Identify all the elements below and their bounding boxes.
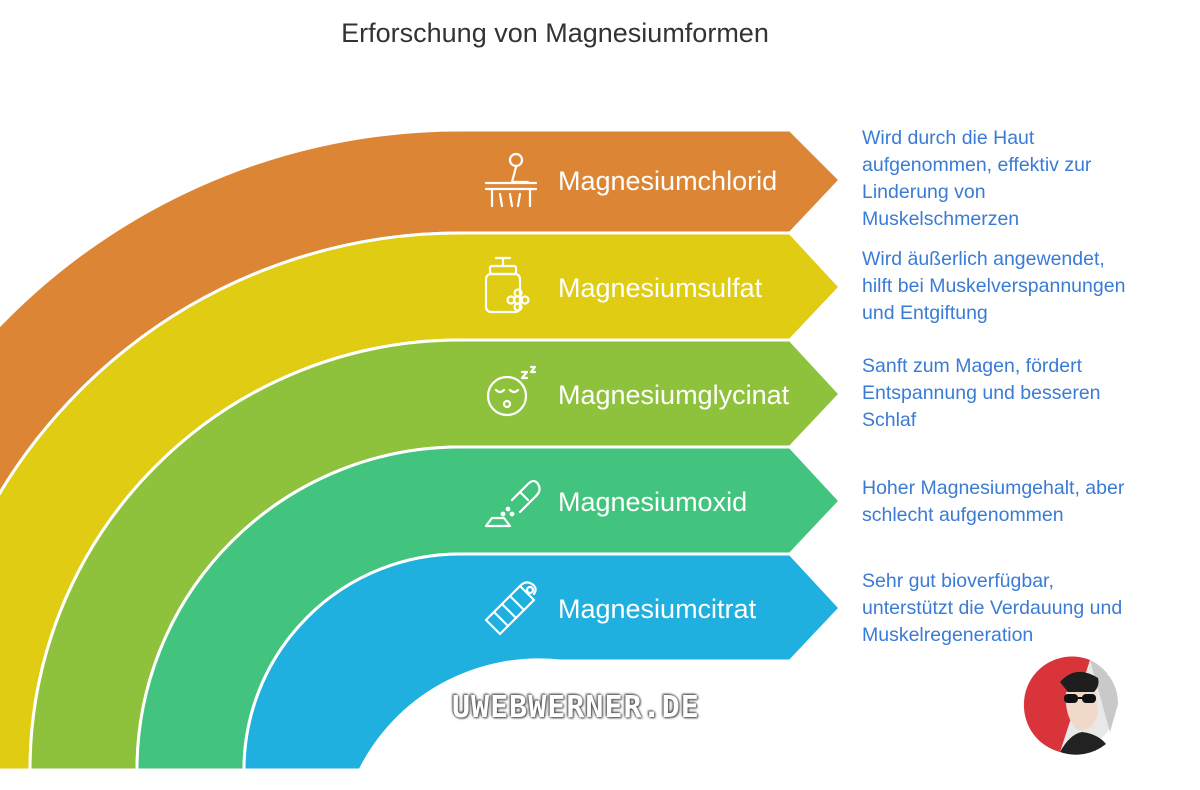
band-label-magnesiumchlorid: Magnesiumchlorid [558, 166, 777, 196]
description-magnesiumglycinat: Sanft zum Magen, fördert Entspannung und… [862, 353, 1192, 434]
description-line: hilft bei Muskelverspannungen [862, 275, 1126, 297]
description-line: Schlaf [862, 409, 917, 431]
band-label-magnesiumoxid: Magnesiumoxid [558, 487, 747, 517]
description-line: Sanft zum Magen, fördert [862, 355, 1083, 377]
band-label-magnesiumglycinat: Magnesiumglycinat [558, 380, 790, 410]
description-magnesiumchlorid: Wird durch die Haut aufgenommen, effekti… [862, 125, 1192, 233]
description-line: Linderung von [862, 181, 986, 203]
description-line: unterstützt die Verdauung und [862, 597, 1123, 619]
powder-capsule-icon [484, 479, 541, 528]
person-at-desk-icon [484, 152, 538, 208]
diagram-title: Erforschung von Magnesiumformen [341, 18, 769, 48]
description-line: Entspannung und besseren [862, 382, 1101, 404]
description-line: schlecht aufgenommen [862, 504, 1064, 526]
description-line: und Entgiftung [862, 302, 988, 324]
description-line: Wird durch die Haut [862, 127, 1035, 149]
lotion-bottle-icon [484, 256, 530, 314]
band-label-magnesiumcitrat: Magnesiumcitrat [558, 594, 757, 624]
description-line: Muskelregeneration [862, 624, 1034, 646]
description-line: Wird äußerlich angewendet, [862, 248, 1105, 270]
description-magnesiumsulfat: Wird äußerlich angewendet, hilft bei Mus… [862, 246, 1192, 327]
description-line: aufgenommen, effektiv zur [862, 154, 1092, 176]
description-magnesiumoxid: Hoher Magnesiumgehalt, aber schlecht auf… [862, 475, 1192, 529]
description-line: Hoher Magnesiumgehalt, aber [862, 477, 1125, 499]
description-magnesiumcitrat: Sehr gut bioverfügbar, unterstützt die V… [862, 568, 1192, 649]
avatar [1020, 654, 1120, 755]
watermark-text: UWEBWERNER.DE [452, 690, 700, 725]
band-magnesiumchlorid [0, 128, 843, 496]
band-magnesiumcitrat [242, 552, 843, 772]
band-label-magnesiumsulfat: Magnesiumsulfat [558, 273, 763, 303]
sleeping-face-icon [486, 365, 537, 417]
description-line: Muskelschmerzen [862, 208, 1020, 230]
wrap-roll-icon [484, 581, 537, 636]
description-line: Sehr gut bioverfügbar, [862, 570, 1054, 592]
